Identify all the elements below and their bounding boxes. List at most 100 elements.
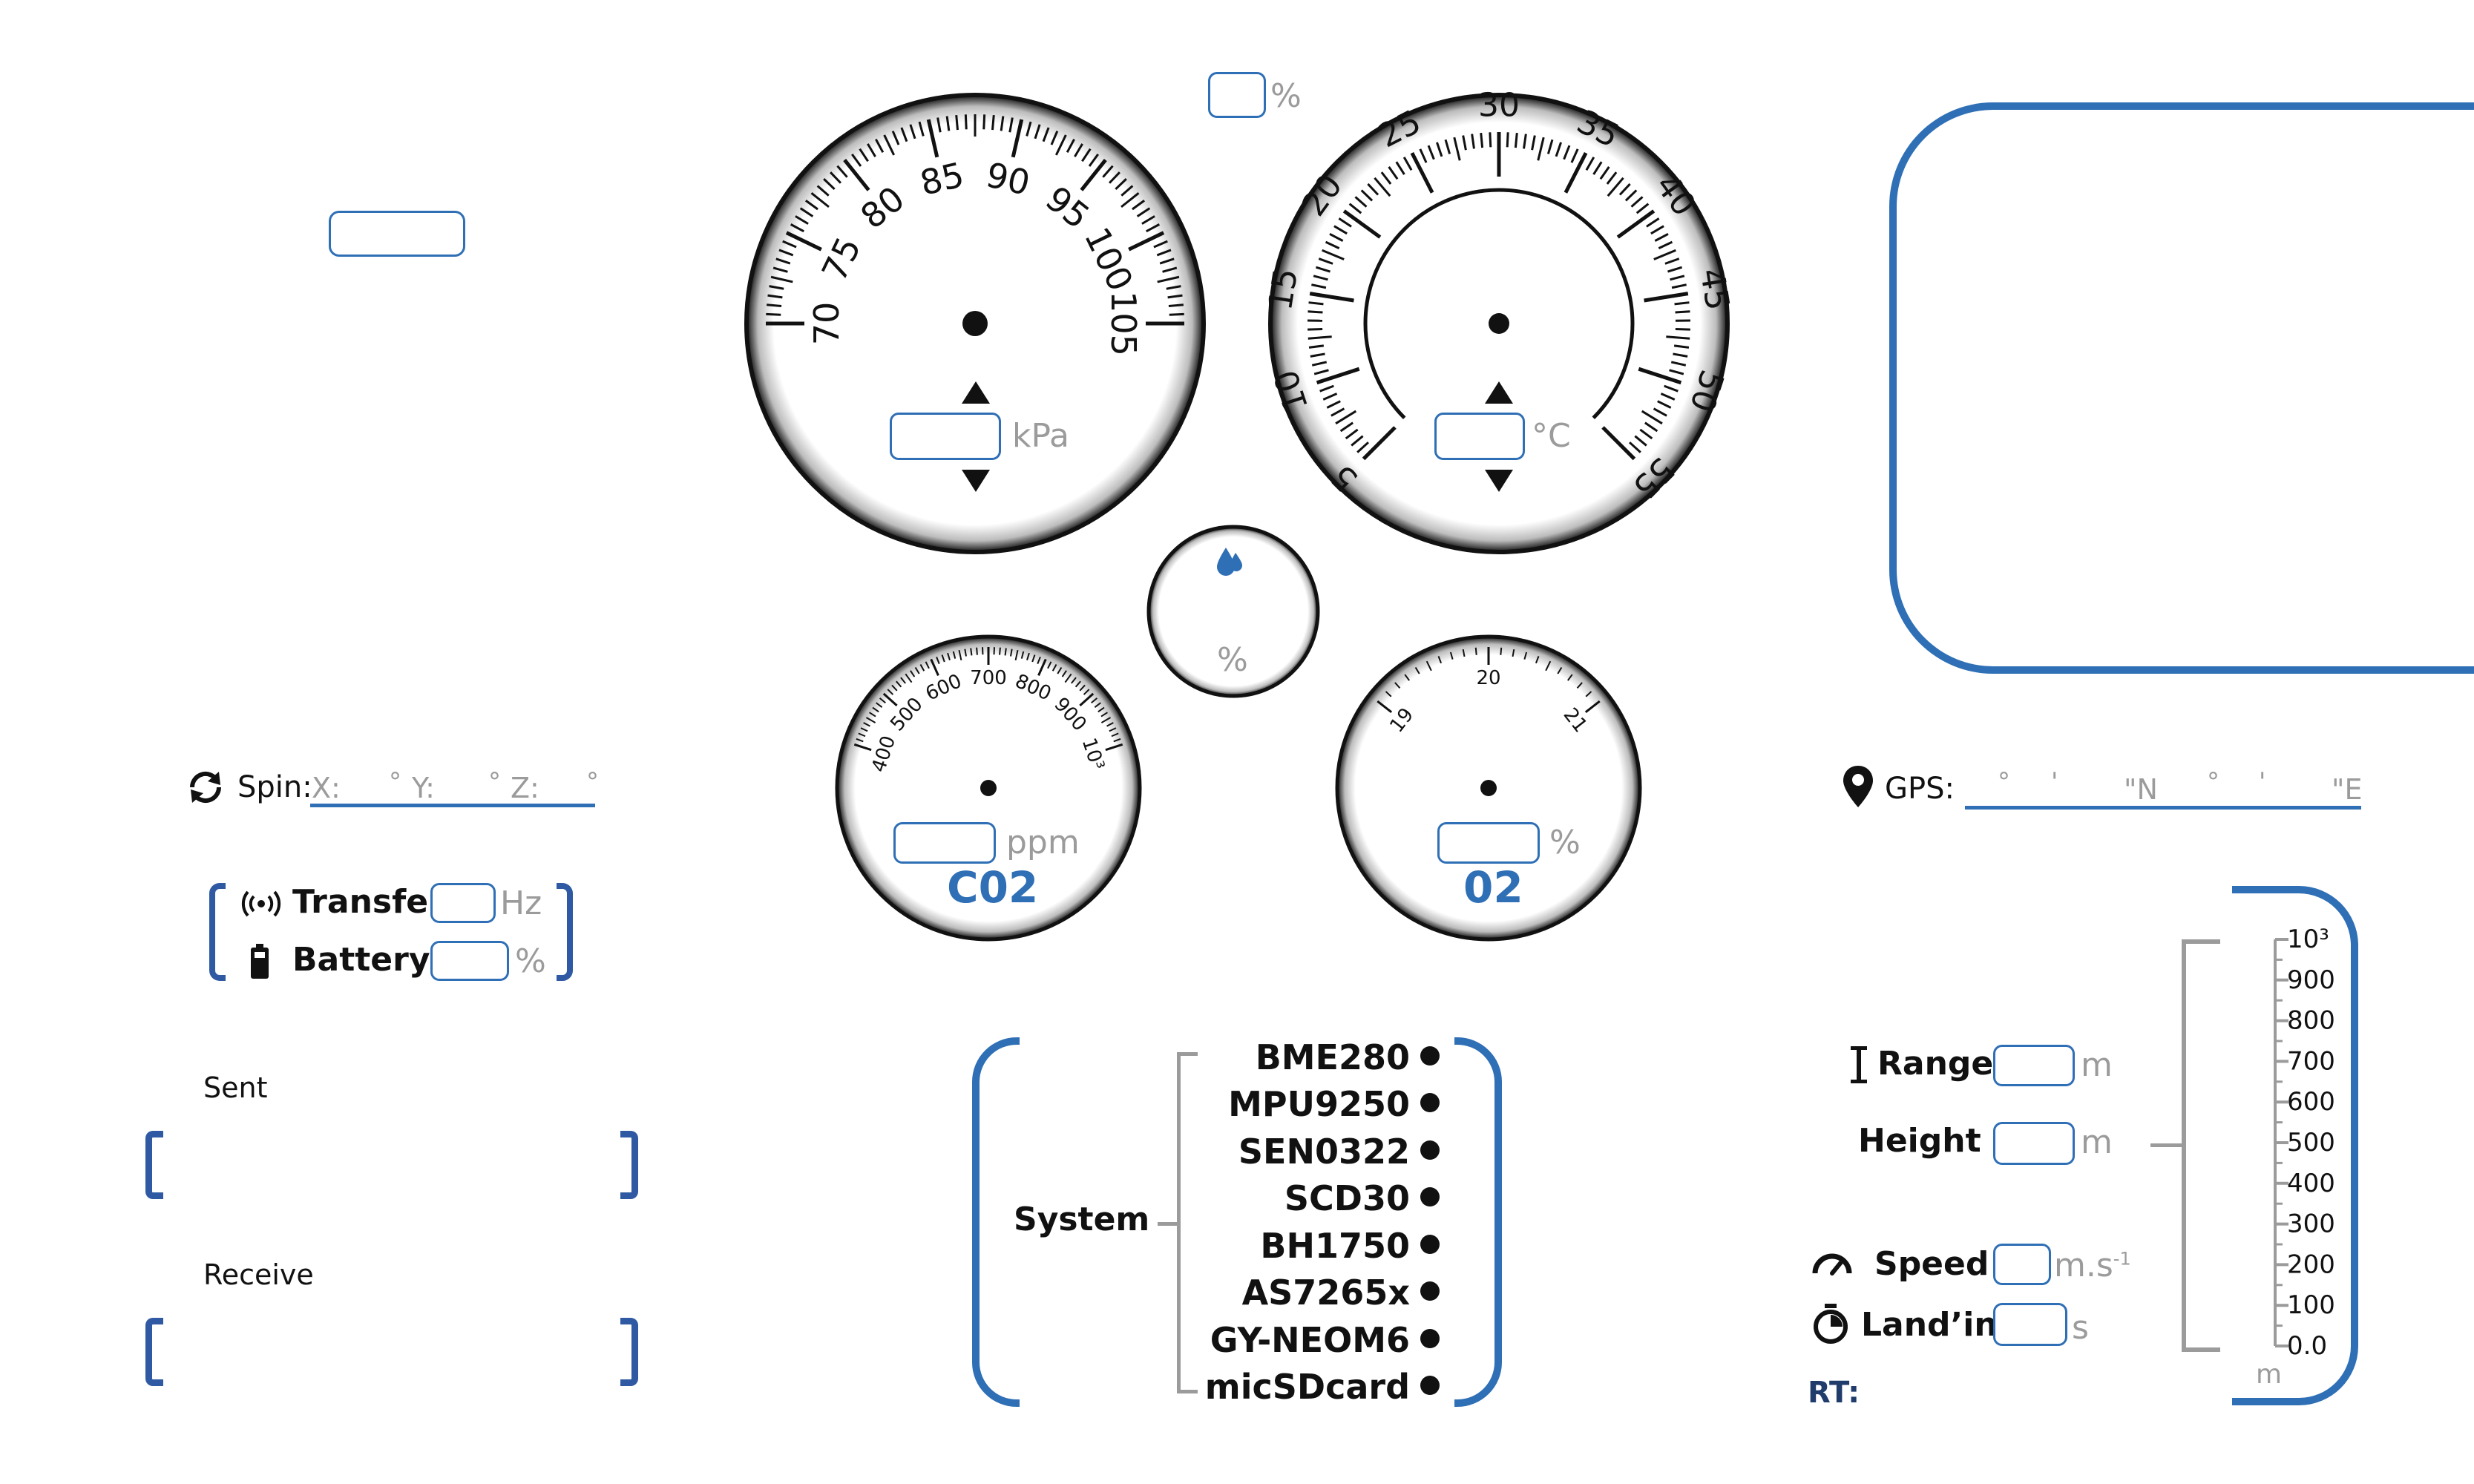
g-co2-tick (964, 649, 967, 657)
altitude-tick-label: 900 (2287, 965, 2335, 995)
speed-label: Speed (1874, 1245, 1989, 1283)
speed-field[interactable] (1993, 1244, 2051, 1285)
g-pressure-tick (1156, 249, 1172, 257)
system-item-bme280: BME280 (1255, 1037, 1410, 1077)
g-temp-tick (1325, 240, 1340, 250)
height-unit: m (2081, 1123, 2113, 1161)
g-temp-tick (1444, 139, 1451, 154)
g-co2-tick (1083, 689, 1090, 695)
g-pressure-tick (1169, 312, 1184, 316)
humidity-gauge (1146, 525, 1320, 698)
g-o2-tick (1394, 682, 1401, 689)
g-temp-tick (1308, 301, 1324, 306)
g-pressure-tick (823, 178, 836, 191)
g-co2-tick (905, 673, 913, 683)
o2-field[interactable] (1437, 822, 1540, 864)
g-co2-tick (1100, 712, 1108, 718)
sent-log (145, 1131, 638, 1199)
altitude-unit: m (2256, 1359, 2283, 1390)
g-co2-tick (856, 738, 864, 743)
altitude-tick-label: 600 (2287, 1087, 2335, 1117)
g-temp-tick (1618, 183, 1631, 196)
temperature-field[interactable] (1434, 413, 1525, 460)
g-co2-tick (1004, 648, 1007, 656)
g-temp-tick (1480, 133, 1484, 148)
status-field[interactable] (329, 211, 465, 257)
g-co2-tick (860, 727, 868, 732)
g-temp-tick (1345, 428, 1359, 440)
range-field[interactable] (1993, 1045, 2075, 1086)
g-temp-tick (1402, 157, 1413, 171)
top-percent-field[interactable] (1208, 72, 1266, 118)
temperature-up-icon[interactable] (1485, 381, 1513, 404)
g-co2-tick (1014, 649, 1019, 661)
g-temp-tick (1585, 157, 1595, 171)
landing-unit: s (2072, 1309, 2089, 1347)
g-pressure-tick (1081, 148, 1092, 162)
g-temp-tick (1348, 203, 1362, 214)
g-temp-tick (1654, 232, 1669, 242)
system-item-micsdcard: micSDcard (1204, 1367, 1410, 1407)
height-label: Height (1858, 1122, 1981, 1160)
landing-field[interactable] (1993, 1303, 2067, 1346)
g-temp-tick (1489, 132, 1492, 148)
g-temp-tick (1555, 142, 1562, 157)
spin-x-deg: ° (389, 767, 401, 797)
g-co2-tick (882, 692, 898, 707)
pressure-down-icon[interactable] (962, 470, 990, 492)
g-pressure-tick (1008, 117, 1014, 133)
g-co2-tick-label: 700 (970, 667, 1007, 689)
g-temp-tick (1471, 134, 1475, 149)
g-temp-tick (1653, 407, 1667, 417)
g-pressure-tick (1088, 153, 1099, 167)
g-temp-tick (1660, 393, 1676, 401)
battery-icon (251, 944, 269, 979)
height-field[interactable] (1993, 1122, 2075, 1165)
status-dot-scd30 (1420, 1187, 1440, 1206)
g-pressure-tick (982, 114, 986, 130)
battery-field[interactable] (430, 941, 509, 981)
g-pressure-tick (778, 249, 794, 257)
g-pressure-tick (1115, 178, 1127, 191)
g-pressure-tick (1042, 127, 1050, 142)
g-pressure-tick-label: 70 (807, 302, 847, 346)
g-pressure-tick (1011, 119, 1024, 158)
g-temp-tick-label: 15 (1261, 266, 1305, 312)
transfer-field[interactable] (430, 883, 496, 923)
g-co2-tick (919, 664, 925, 672)
g-pressure-tick (909, 124, 916, 139)
refresh-icon[interactable] (186, 767, 226, 807)
g-o2-tick (1462, 649, 1466, 657)
g-pressure-tick (770, 275, 793, 283)
g-pressure-tick (926, 119, 939, 158)
g-temp-tick (1670, 275, 1685, 281)
g-co2-tick (936, 656, 940, 665)
g-temp-tick-label: 30 (1478, 87, 1520, 125)
g-pressure-tick (767, 303, 782, 308)
g-co2-tick (941, 654, 945, 663)
status-dot-gy-neom6 (1420, 1329, 1440, 1348)
g-temp-tick (1641, 410, 1663, 425)
temperature-down-icon[interactable] (1485, 470, 1513, 492)
g-pressure-tick (891, 131, 900, 145)
system-label: System (1014, 1201, 1150, 1238)
pressure-field[interactable] (890, 413, 1001, 460)
system-list: BME280 MPU9250 SEN0322 SCD30 BH1750 AS72… (1202, 1037, 1410, 1408)
sent-bracket-left (145, 1131, 163, 1199)
g-temp-tick (1319, 384, 1334, 393)
status-dot-bme280 (1420, 1046, 1440, 1066)
g-pressure-tick (1120, 192, 1140, 209)
g-temp-tick (1673, 352, 1688, 358)
g-pressure-tick (955, 115, 959, 131)
g-temp-tick (1453, 137, 1461, 161)
pressure-up-icon[interactable] (962, 381, 990, 404)
g-o2-tick (1385, 691, 1392, 697)
g-temp-tick (1563, 145, 1571, 160)
receive-bracket-left (145, 1318, 163, 1386)
spin-y-label: Y: (412, 772, 435, 804)
co2-field[interactable] (893, 822, 996, 864)
g-pressure-tick (945, 116, 951, 131)
g-temp-tick (1342, 209, 1382, 239)
